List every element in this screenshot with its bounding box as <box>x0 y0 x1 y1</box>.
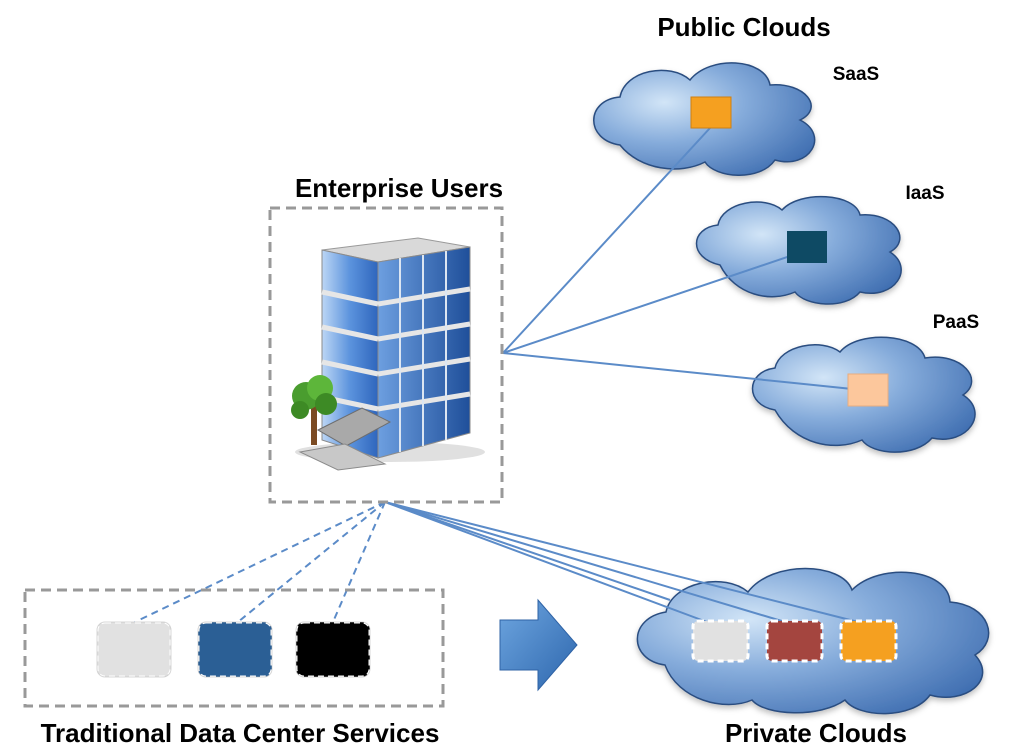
label-saas: SaaS <box>833 64 879 85</box>
label-private-clouds: Private Clouds <box>725 718 907 748</box>
label-paas: PaaS <box>933 312 979 333</box>
office-building-icon <box>291 237 485 471</box>
private-cloud-links <box>384 501 871 626</box>
service-tile-black <box>294 620 372 679</box>
link-paas <box>502 352 863 391</box>
label-traditional-services: Traditional Data Center Services <box>41 718 440 748</box>
private-tile-orange <box>839 619 898 663</box>
traditional-service-tiles <box>95 620 372 679</box>
traditional-links <box>134 501 386 623</box>
service-tile-light <box>95 620 173 679</box>
private-tile-red <box>765 619 824 663</box>
iaas-service-square <box>787 231 827 263</box>
label-iaas: IaaS <box>905 183 944 204</box>
service-tile-blue <box>196 620 274 679</box>
paas-service-square <box>847 373 889 407</box>
link-iaas <box>502 251 803 354</box>
enterprise-users-box <box>268 206 504 504</box>
label-enterprise-users: Enterprise Users <box>295 173 503 203</box>
label-public-clouds: Public Clouds <box>657 12 830 42</box>
link-saas <box>502 127 711 354</box>
private-tile-light <box>691 619 750 663</box>
public-cloud-links <box>502 127 863 391</box>
saas-service-square <box>690 96 732 129</box>
traditional-services-box <box>23 588 445 708</box>
migration-arrow-icon <box>499 598 578 692</box>
private-service-tiles <box>691 619 898 663</box>
